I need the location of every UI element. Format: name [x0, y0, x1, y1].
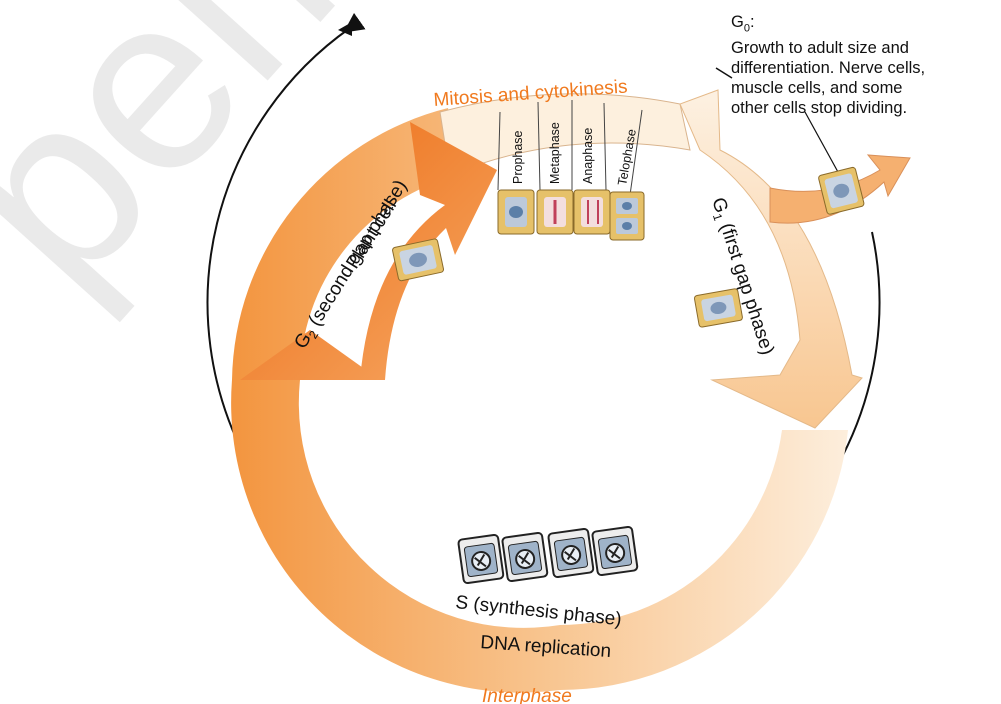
g2-arrow [240, 122, 497, 380]
s-phase-cells [457, 525, 639, 585]
g0-line-1: Growth to adult size and [731, 39, 909, 58]
g0-line-3: muscle cells, and some [731, 79, 903, 98]
g0-cell [818, 166, 865, 215]
outer-cycle-arrow-tip [338, 22, 352, 36]
mitosis-stage-dividers [497, 100, 643, 196]
stage-label-anaphase: Anaphase [581, 128, 595, 184]
mitosis-cells [497, 189, 645, 241]
g2-plant-cell [392, 238, 445, 282]
g0-title: G0: [731, 13, 755, 35]
stage-label-prophase: Prophase [511, 130, 525, 184]
mitosis-band [439, 93, 691, 176]
g1-arrow [679, 89, 863, 429]
g1-cell [693, 288, 743, 328]
interphase-label: Interphase [482, 686, 572, 704]
g0-line-4: other cells stop dividing. [731, 99, 908, 118]
g0-leader-line-2 [804, 111, 839, 173]
g0-leader-line [715, 67, 733, 79]
g0-description: G0: Growth to adult size and differentia… [731, 12, 996, 118]
stage-label-metaphase: Metaphase [548, 122, 562, 184]
g0-line-2: differentiation. Nerve cells, [731, 59, 926, 78]
